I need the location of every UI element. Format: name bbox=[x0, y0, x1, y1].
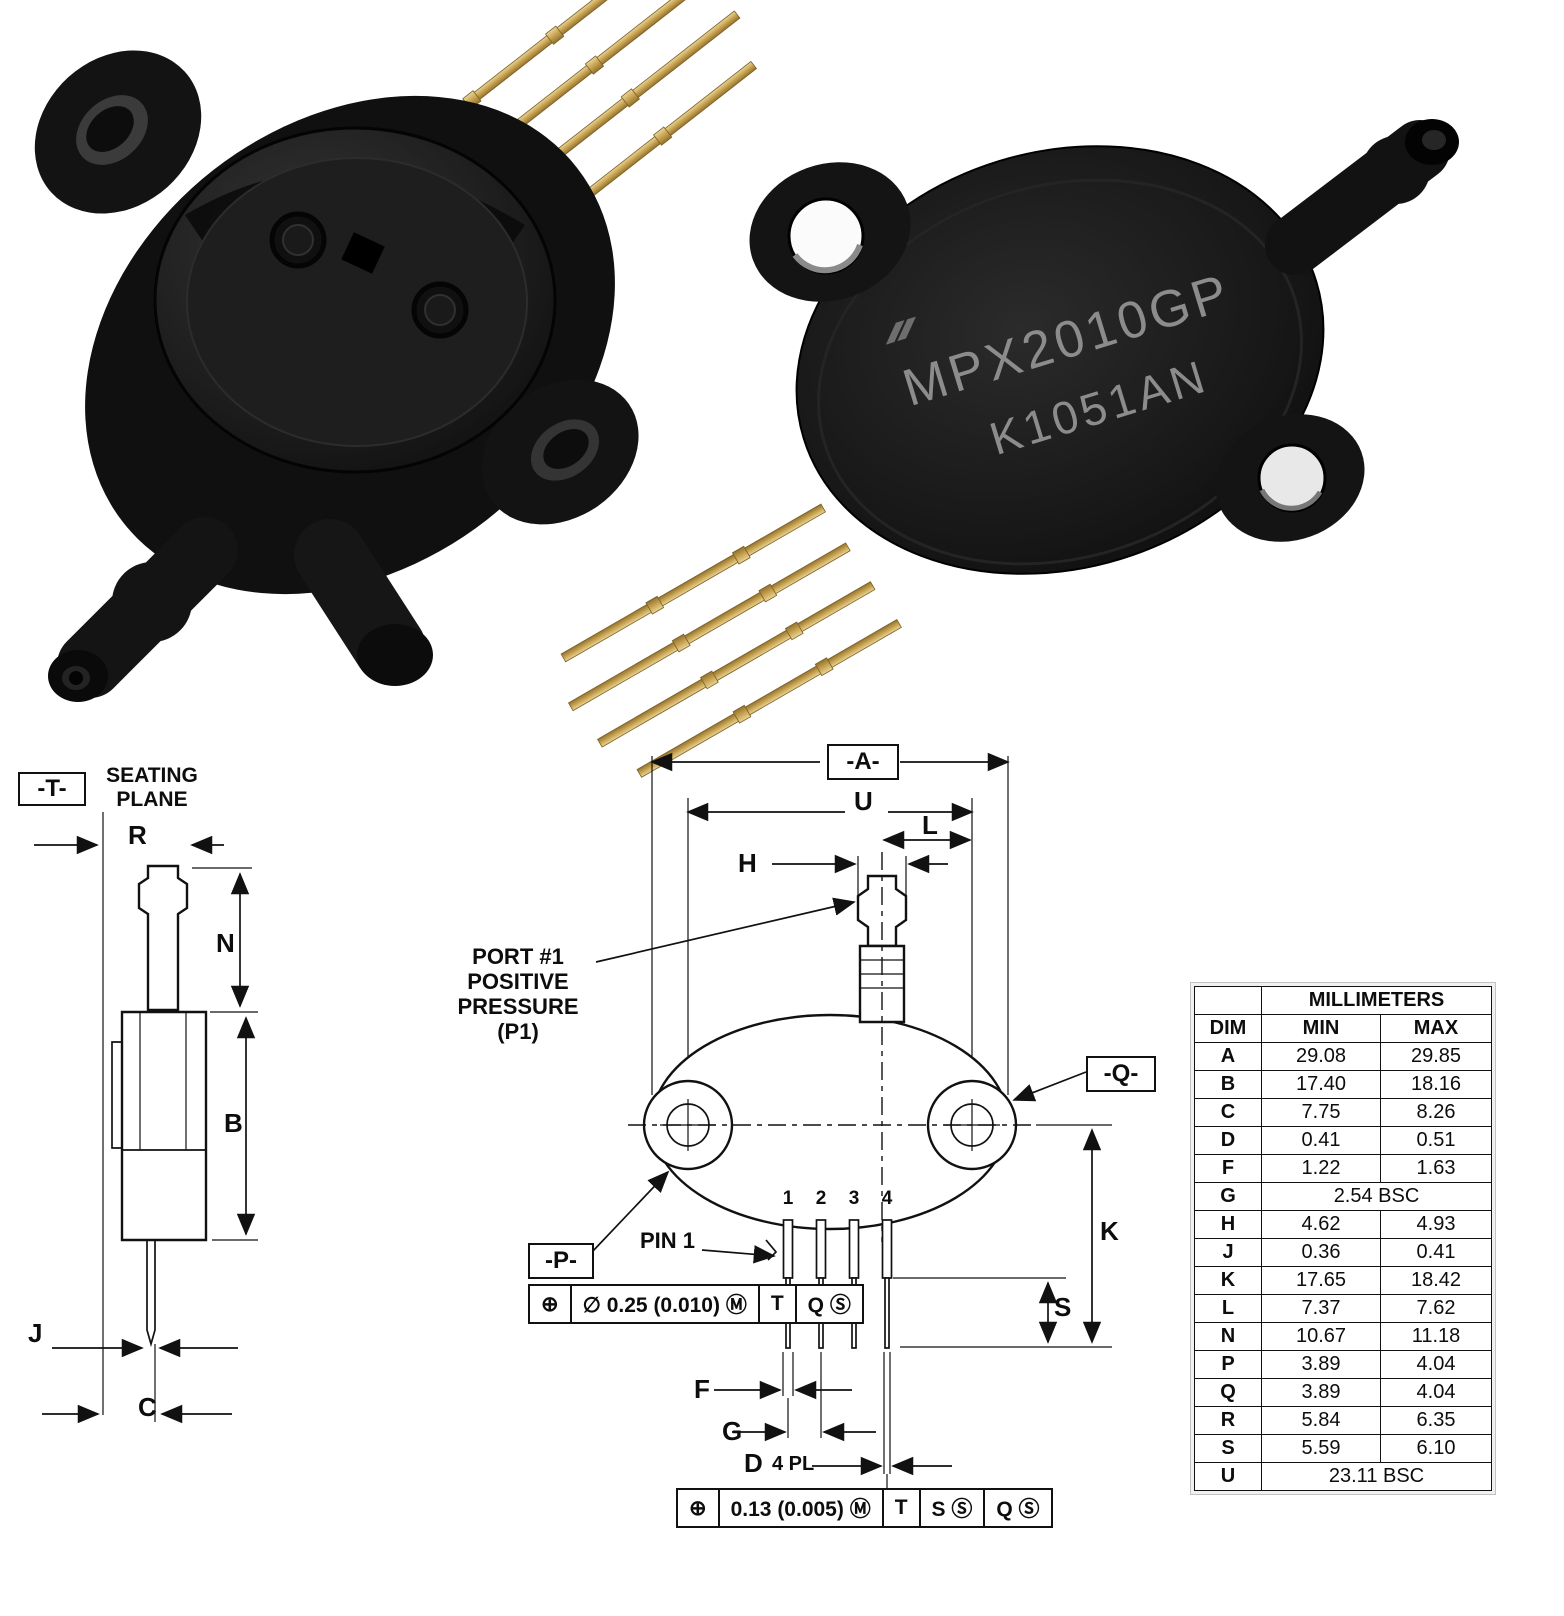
col-header-max: MAX bbox=[1380, 1014, 1492, 1043]
dim-b-label: B bbox=[224, 1108, 243, 1138]
lead-profile bbox=[146, 1240, 156, 1348]
port-callout-line4: (P1) bbox=[497, 1019, 539, 1044]
fcf-d-tolerance: 0.13 (0.005) Ⓜ bbox=[720, 1490, 884, 1526]
port-callout-line3: PRESSURE bbox=[457, 994, 579, 1019]
port-profile bbox=[137, 864, 189, 1012]
dim-c-label: C bbox=[138, 1392, 157, 1422]
port-callout-line2: POSITIVE bbox=[467, 969, 569, 994]
fcf-d-datum1: T bbox=[884, 1490, 921, 1526]
dim-h-label: H bbox=[738, 848, 757, 878]
pin-number-3: 3 bbox=[848, 1188, 860, 1209]
freescale-logo bbox=[885, 316, 916, 345]
fcf-p-datum1: T bbox=[760, 1286, 797, 1322]
dim-r-label: R bbox=[128, 820, 147, 850]
port-callout-line1: PORT #1 bbox=[472, 944, 564, 969]
seating-plane-label: SEATING PLANE bbox=[106, 764, 198, 811]
fcf-p-tolerance: ∅ 0.25 (0.010) Ⓜ bbox=[572, 1286, 760, 1322]
body-profile bbox=[120, 1010, 208, 1242]
sensor-cap bbox=[153, 126, 557, 474]
dim-n-label: N bbox=[216, 928, 235, 958]
table-corner-cell bbox=[1194, 986, 1262, 1015]
pressure-port-tube bbox=[48, 517, 238, 702]
pin1-callout: PIN 1 bbox=[640, 1228, 696, 1253]
pin-number-2: 2 bbox=[815, 1188, 827, 1209]
dim-f-label: F bbox=[694, 1374, 710, 1404]
fcf-p-symbol: ⊕ bbox=[530, 1286, 572, 1322]
sensor-body-back bbox=[795, 145, 1325, 575]
bottom-boss bbox=[294, 519, 433, 686]
dim-d-label: D bbox=[744, 1448, 763, 1478]
table-group-header: MILLIMETERS bbox=[1261, 986, 1492, 1015]
mounting-ear-top-left bbox=[34, 50, 202, 214]
pressure-port-tube-back bbox=[1265, 119, 1459, 275]
front-view-drawing bbox=[591, 752, 1112, 1488]
datum-a-flag: -A- bbox=[827, 744, 899, 780]
pin-number-4: 4 bbox=[881, 1188, 893, 1209]
col-header-dim: DIM bbox=[1194, 1014, 1262, 1043]
dim-j-label: J bbox=[28, 1318, 43, 1348]
photo-sensor-front bbox=[34, 0, 758, 702]
dim-u-label: U bbox=[854, 786, 873, 816]
gold-pins-back bbox=[560, 503, 902, 778]
mounting-ear-bottom-right bbox=[481, 379, 639, 525]
feature-control-frame-p: ⊕ ∅ 0.25 (0.010) Ⓜ T Q Ⓢ bbox=[528, 1284, 864, 1324]
side-view-drawing bbox=[34, 812, 258, 1424]
dim-s-label: S bbox=[1054, 1292, 1072, 1322]
feature-control-frame-d: ⊕ 0.13 (0.005) Ⓜ T S Ⓢ Q Ⓢ bbox=[676, 1488, 1053, 1528]
datum-t-flag: -T- bbox=[18, 772, 86, 806]
dim-g-label: G bbox=[722, 1416, 743, 1446]
photo-sensor-back: MPX2010GP K1051AN bbox=[560, 119, 1459, 778]
dim-k-label: K bbox=[1100, 1216, 1119, 1246]
pin-number-1: 1 bbox=[782, 1188, 794, 1209]
col-header-min: MIN bbox=[1261, 1014, 1381, 1043]
port-callout: PORT #1 POSITIVE PRESSURE (P1) bbox=[448, 944, 588, 1044]
datum-q-flag: -Q- bbox=[1086, 1056, 1156, 1092]
mounting-ear-hole-top bbox=[749, 162, 911, 302]
fcf-d-datum3: Q Ⓢ bbox=[996, 1498, 1040, 1521]
fcf-p-datum2: Q Ⓢ bbox=[807, 1294, 851, 1317]
datum-p-flag: -P- bbox=[528, 1243, 594, 1279]
mounting-ear-hole-bottom bbox=[1215, 414, 1365, 542]
dim-l-label: L bbox=[922, 810, 938, 840]
fcf-d-symbol: ⊕ bbox=[678, 1490, 720, 1526]
dim-d-qty-label: 4 PL bbox=[772, 1453, 815, 1475]
fcf-d-datum2: S Ⓢ bbox=[921, 1490, 986, 1526]
